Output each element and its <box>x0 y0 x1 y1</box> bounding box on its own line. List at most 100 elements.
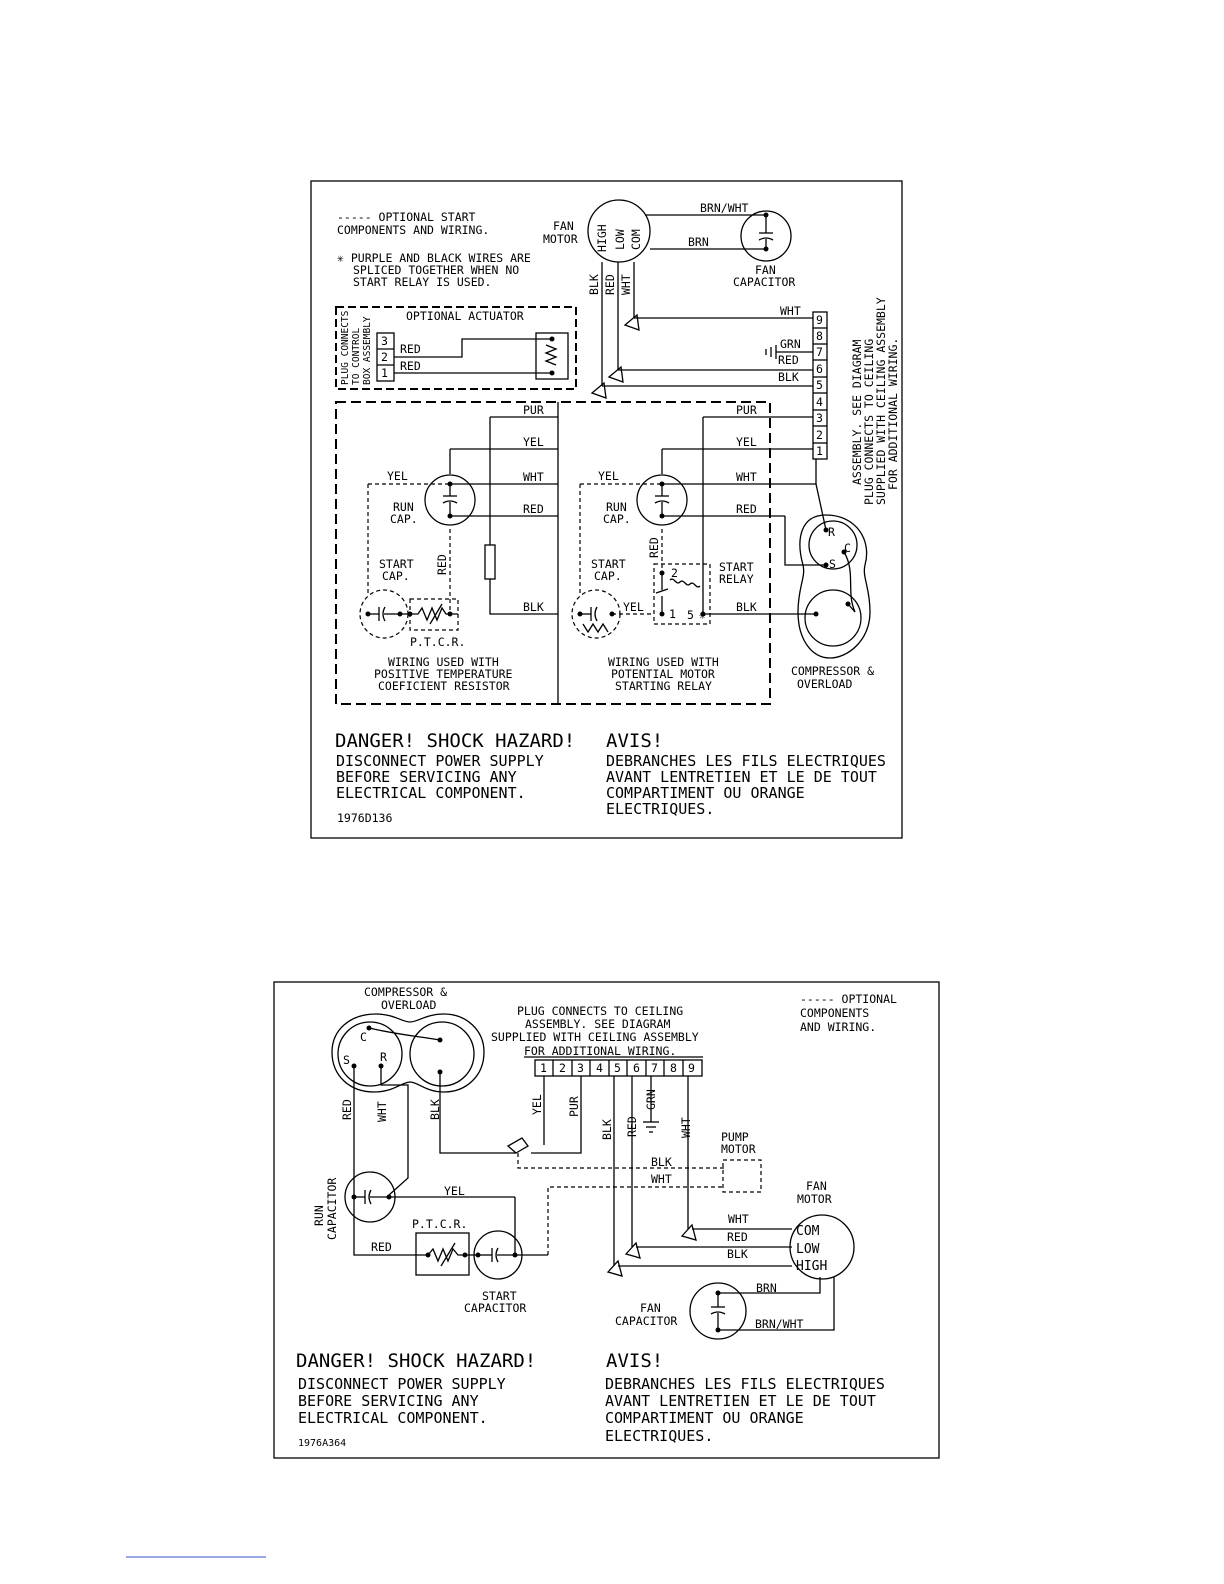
compressor-label-line1: COMPRESSOR & <box>791 664 874 678</box>
plug-pin-4: 4 <box>816 395 823 409</box>
ptcr-label-left: P.T.C.R. <box>410 635 465 649</box>
label-brn-wht: BRN/WHT <box>700 201 749 215</box>
actuator-plug-line2: TO CONTROL <box>351 328 362 385</box>
ceiling-note-line4: FOR ADDITIONAL WIRING. <box>886 338 900 490</box>
left-run-cap-line2: CAP. <box>390 512 418 526</box>
motor-terminal-com: COM <box>629 229 643 250</box>
run-capacitor-2 <box>344 1171 396 1223</box>
plug2-pin-5: 5 <box>614 1061 621 1075</box>
note-line2: SPLICED TOGETHER WHEN NO <box>353 263 519 277</box>
left-label-yel-side: YEL <box>387 469 408 483</box>
danger2-line1: DISCONNECT POWER SUPPLY <box>298 1375 506 1393</box>
danger2-line2: BEFORE SERVICING ANY <box>298 1392 479 1410</box>
fan-cap-plate-bottom <box>758 237 774 241</box>
danger2-heading: DANGER! SHOCK HAZARD! <box>296 1350 536 1372</box>
left-label-blk: BLK <box>523 600 544 614</box>
avis2-heading: AVIS! <box>606 1350 663 1372</box>
plug-pin-5: 5 <box>816 378 823 392</box>
diagram2-wiring <box>344 1066 855 1340</box>
ptcr-resistor <box>484 544 496 580</box>
actuator-heater-zigzag <box>544 344 558 366</box>
plug2-pin-1: 1 <box>540 1061 547 1075</box>
motor2-low: LOW <box>796 1242 820 1257</box>
diagram2-code: 1976A364 <box>298 1438 346 1449</box>
relay-pin-2: 2 <box>671 566 678 580</box>
plug2-pin-7: 7 <box>651 1061 658 1075</box>
ceiling-plug-dividers <box>813 327 827 444</box>
plug-pin-3: 3 <box>816 411 823 425</box>
left-caption-line1: WIRING USED WITH <box>388 655 499 669</box>
d2-label-yel: YEL <box>444 1184 465 1198</box>
d2-wire-pur: PUR <box>567 1096 581 1117</box>
plug2-pin-6: 6 <box>633 1061 640 1075</box>
motor-terminal-high: HIGH <box>595 224 609 252</box>
avis-heading: AVIS! <box>606 730 663 752</box>
note-line1: ✳ PURPLE AND BLACK WIRES ARE <box>337 251 531 265</box>
actuator-terminal-top <box>549 336 555 342</box>
danger2-line3: ELECTRICAL COMPONENT. <box>298 1409 488 1427</box>
right-label-red: RED <box>736 502 757 516</box>
plug2-dividers <box>552 1060 684 1076</box>
d2-motor-red: RED <box>727 1230 748 1244</box>
left-label-wht: WHT <box>523 470 544 484</box>
d2-motor-wht: WHT <box>728 1212 749 1226</box>
actuator-element <box>535 332 569 380</box>
plug-pin-6: 6 <box>816 362 823 376</box>
ptcr2-label: P.T.C.R. <box>412 1217 467 1231</box>
plug-pin-1: 1 <box>816 444 823 458</box>
label-brn: BRN <box>688 235 709 249</box>
actuator-plug-line3: BOX ASSEMBLY <box>362 316 373 385</box>
avis-line2: AVANT LENTRETIEN ET LE DE TOUT <box>606 768 877 786</box>
right-label-yel-side: YEL <box>598 469 619 483</box>
relay-star: ✳ <box>699 608 706 622</box>
actuator-plug-line1: PLUG CONNECTS <box>340 310 351 385</box>
plug2-note-line1: PLUG CONNECTS TO CEILING <box>517 1004 683 1018</box>
legend2-line2: COMPONENTS <box>800 1006 869 1020</box>
fan-capacitor-label-line2: CAPACITOR <box>733 275 795 289</box>
compressor2-label-line2: OVERLOAD <box>381 998 436 1012</box>
actuator-pin-2: 2 <box>381 350 388 364</box>
avis2-line1: DEBRANCHES LES FILS ELECTRIQUES <box>605 1375 885 1393</box>
right-caption-line2: POTENTIAL MOTOR <box>611 667 715 681</box>
avis2-line4: ELECTRIQUES. <box>605 1427 713 1445</box>
d2-wire-wht2: WHT <box>679 1117 693 1138</box>
connector-red <box>607 365 624 383</box>
right-label-wht: WHT <box>736 470 757 484</box>
fan-capacitor2-line1: FAN <box>640 1301 661 1315</box>
fan-capacitor-2 <box>689 1282 747 1340</box>
plug-pin-2: 2 <box>816 428 823 442</box>
diagram-2-frame <box>273 981 940 1459</box>
compressor2-label-line1: COMPRESSOR & <box>364 985 447 999</box>
legend-optional-line2: COMPONENTS AND WIRING. <box>337 223 489 237</box>
plug-wire-grn-label: GRN <box>780 337 801 351</box>
plug2-pin-3: 3 <box>577 1061 584 1075</box>
avis-line3: COMPARTIMENT OU ORANGE <box>606 784 805 802</box>
plug2-pin-4: 4 <box>596 1061 603 1075</box>
right-label-blk: BLK <box>736 600 757 614</box>
pump-motor-line1: PUMP <box>721 1130 749 1144</box>
d2-label-red: RED <box>371 1240 392 1254</box>
legend2-line1: ----- OPTIONAL <box>800 992 897 1006</box>
right-label-yel-low: YEL <box>623 600 644 614</box>
plug-pin-7: 7 <box>816 345 823 359</box>
actuator-pin-3: 3 <box>381 334 388 348</box>
ground-symbol <box>765 345 777 359</box>
actuator-terminal-bottom <box>549 370 555 376</box>
d2-wire-wht: WHT <box>375 1101 389 1122</box>
right-label-red-vertical: RED <box>647 537 661 558</box>
ceiling-note-line1: PLUG CONNECTS TO CEILING <box>862 339 876 505</box>
plug2 <box>534 1059 703 1077</box>
pump-label-blk: BLK <box>651 1155 672 1169</box>
run-cap-left <box>424 474 476 526</box>
wire-label-wht: WHT <box>619 274 633 295</box>
compressor-overload <box>797 483 871 659</box>
d2-wire-blk2: BLK <box>600 1119 614 1140</box>
avis-line4: ELECTRIQUES. <box>606 800 714 818</box>
plug2-pin-9: 9 <box>688 1061 695 1075</box>
run-capacitor2-line2: CAPACITOR <box>325 1178 339 1240</box>
pump-motor-line2: MOTOR <box>721 1142 756 1156</box>
connector-blk <box>590 381 607 399</box>
left-label-pur: PUR <box>523 403 544 417</box>
plug-wire-red-label: RED <box>778 353 799 367</box>
fan-motor-2 <box>789 1214 855 1280</box>
